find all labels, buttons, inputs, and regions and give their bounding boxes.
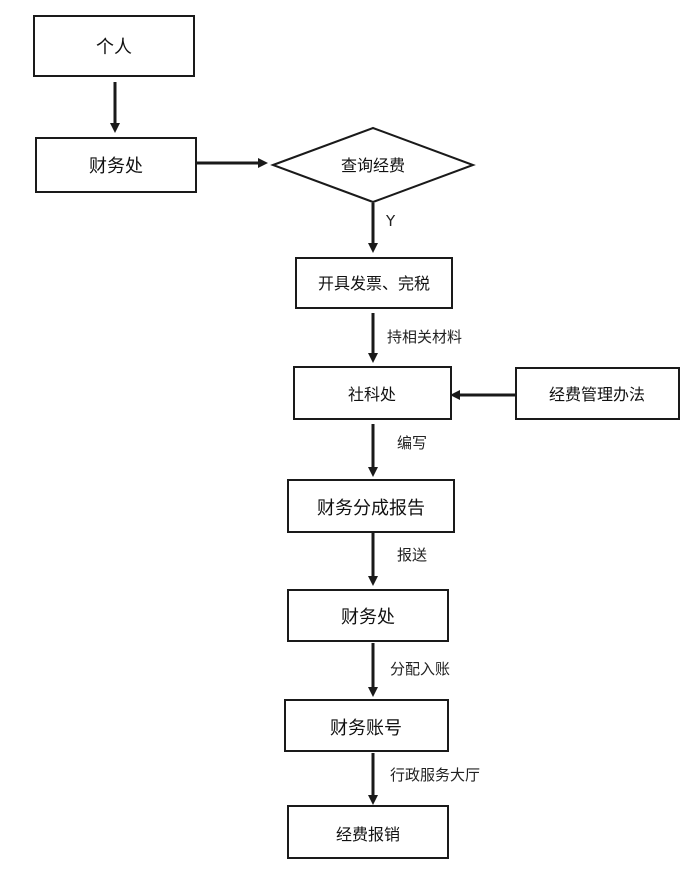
node-reimbursement-label: 经费报销 bbox=[336, 825, 400, 844]
edge-label-service-hall: 行政服务大厅 bbox=[390, 766, 480, 784]
node-reimbursement: 经费报销 bbox=[287, 805, 449, 859]
node-social-science-office-label: 社科处 bbox=[348, 385, 396, 404]
node-check-funds: 查询经费 bbox=[270, 126, 476, 204]
edge-label-compile: 编写 bbox=[397, 434, 427, 452]
node-finance-office-2: 财务处 bbox=[287, 589, 449, 642]
node-invoice-tax: 开具发票、完税 bbox=[295, 257, 453, 309]
node-invoice-tax-label: 开具发票、完税 bbox=[318, 274, 430, 293]
edge-label-yes: Y bbox=[385, 212, 396, 230]
node-check-funds-label: 查询经费 bbox=[341, 156, 405, 175]
node-social-science-office: 社科处 bbox=[293, 366, 452, 420]
edge-label-allocate: 分配入账 bbox=[390, 660, 450, 678]
node-finance-report-label: 财务分成报告 bbox=[317, 498, 425, 519]
node-finance-office-1-label: 财务处 bbox=[89, 156, 143, 177]
node-finance-office-2-label: 财务处 bbox=[341, 607, 395, 628]
edge-label-submit: 报送 bbox=[397, 546, 427, 564]
node-personal: 个人 bbox=[33, 15, 195, 77]
node-funds-rules-label: 经费管理办法 bbox=[549, 385, 645, 404]
node-finance-report: 财务分成报告 bbox=[287, 479, 455, 533]
node-personal-label: 个人 bbox=[96, 37, 132, 58]
node-funds-rules: 经费管理办法 bbox=[515, 367, 680, 420]
node-finance-office-1: 财务处 bbox=[35, 137, 197, 193]
edge-label-with-materials: 持相关材料 bbox=[387, 328, 462, 346]
node-finance-account-label: 财务账号 bbox=[330, 718, 402, 739]
node-finance-account: 财务账号 bbox=[284, 699, 449, 752]
